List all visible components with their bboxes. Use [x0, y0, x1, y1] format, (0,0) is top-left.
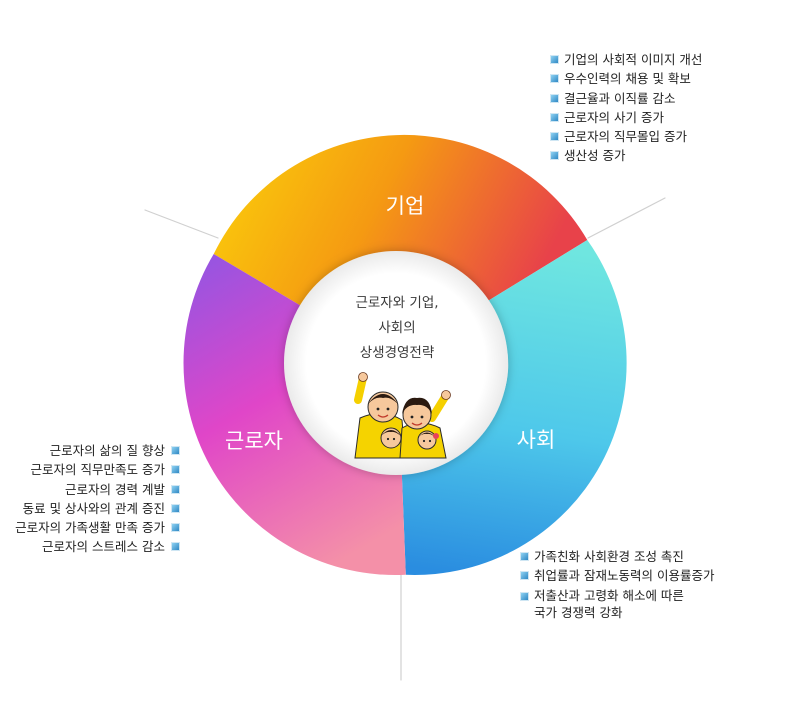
- list-item: 근로자의 경력 계발: [15, 480, 179, 499]
- bullet-icon: [172, 543, 179, 551]
- list-item: 취업률과 잠재노동력의 이용률증가: [521, 566, 714, 585]
- list-item: 결근율과 이직률 감소: [551, 89, 702, 108]
- company-segment: [213, 134, 588, 317]
- bullet-icon: [551, 56, 558, 63]
- list-item-text: 근로자의 직무만족도 증가: [30, 462, 165, 478]
- list-item: 가족친화 사회환경 조성 촉진: [521, 547, 714, 566]
- bullet-icon: [521, 553, 528, 560]
- bullet-icon: [172, 447, 179, 454]
- bullet-icon: [521, 592, 528, 600]
- list-item: 생산성 증가: [551, 146, 702, 165]
- list-item-text: 저출산과 고령화 해소에 따른 국가 경쟁력 강화: [534, 587, 684, 620]
- bullet-icon: [172, 524, 179, 532]
- spoke-upper-left: [144, 209, 219, 239]
- bullet-icon: [521, 572, 528, 580]
- children-mascots-icon: [354, 372, 451, 459]
- list-item-text: 가족친화 사회환경 조성 촉진: [534, 549, 684, 564]
- society-benefits-list: 가족친화 사회환경 조성 촉진 취업률과 잠재노동력의 이용률증가 저출산과 고…: [521, 547, 714, 621]
- list-item-text: 근로자의 스트레스 감소: [42, 539, 165, 555]
- list-item-text: 기업의 사회적 이미지 개선: [564, 52, 703, 67]
- spoke-lines: [144, 197, 666, 681]
- list-item: 근로자의 삶의 질 향상: [15, 441, 179, 460]
- bullet-icon: [172, 466, 179, 474]
- list-item: 근로자의 가족생활 만족 증가: [15, 518, 179, 537]
- worker-segment: [183, 254, 406, 576]
- list-item-text: 근로자의 직무몰입 증가: [564, 129, 687, 145]
- list-item-text: 근로자의 가족생활 만족 증가: [15, 520, 165, 536]
- list-item: 기업의 사회적 이미지 개선: [551, 50, 702, 69]
- bullet-icon: [551, 152, 558, 160]
- list-item: 우수인력의 채용 및 확보: [551, 69, 702, 88]
- bullet-icon: [551, 94, 558, 102]
- list-item-text: 근로자의 삶의 질 향상: [49, 443, 165, 458]
- society-segment: [401, 240, 627, 575]
- list-item-text: 근로자의 경력 계발: [65, 481, 165, 497]
- bullet-icon: [551, 113, 558, 121]
- list-item: 저출산과 고령화 해소에 따른 국가 경쟁력 강화: [521, 587, 714, 621]
- bullet-icon: [551, 75, 558, 83]
- list-item: 근로자의 직무몰입 증가: [551, 127, 702, 146]
- center-title-line-1: 근로자와 기업,: [355, 295, 438, 311]
- company-label: 기업: [386, 194, 425, 218]
- bullet-icon: [551, 133, 558, 141]
- society-label: 사회: [517, 428, 556, 452]
- list-item-text: 근로자의 사기 증가: [564, 109, 664, 125]
- list-item: 근로자의 스트레스 감소: [15, 537, 179, 556]
- center-circle: [284, 251, 508, 475]
- company-benefits-list: 기업의 사회적 이미지 개선 우수인력의 채용 및 확보 결근율과 이직률 감소…: [551, 50, 702, 166]
- list-item-text: 생산성 증가: [564, 148, 626, 164]
- list-item: 근로자의 직무만족도 증가: [15, 460, 179, 479]
- list-item-text: 결근율과 이직률 감소: [564, 90, 676, 106]
- list-item-text: 취업률과 잠재노동력의 이용률증가: [534, 568, 715, 584]
- list-item-text: 동료 및 상사와의 관계 증진: [22, 500, 165, 516]
- spoke-upper-right: [587, 197, 666, 239]
- list-item-text: 우수인력의 채용 및 확보: [564, 71, 691, 87]
- center-title-line-3: 상생경영전략: [360, 345, 435, 361]
- bullet-icon: [172, 485, 179, 493]
- bullet-icon: [172, 504, 179, 512]
- worker-label: 근로자: [225, 429, 283, 453]
- worker-benefits-list: 근로자의 삶의 질 향상 근로자의 직무만족도 증가 근로자의 경력 계발 동료…: [15, 441, 179, 557]
- list-item: 근로자의 사기 증가: [551, 108, 702, 127]
- list-item: 동료 및 상사와의 관계 증진: [15, 499, 179, 518]
- center-title-line-2: 사회의: [378, 320, 415, 336]
